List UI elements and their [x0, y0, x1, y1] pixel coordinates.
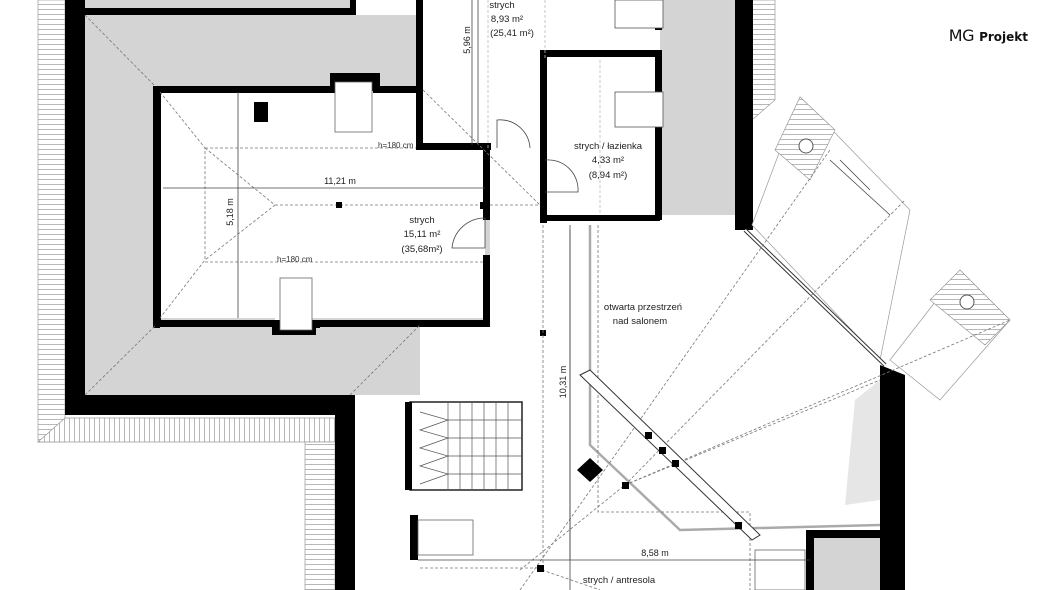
logo-brand: MG — [948, 26, 975, 45]
open-space-label-1: otwarta przestrzeń — [604, 302, 682, 313]
dimension-11-21: 11,21 m — [324, 176, 356, 186]
logo-name: Projekt — [979, 30, 1028, 44]
room-3-area: 15,11 m² — [404, 229, 441, 240]
dimension-10-31: 10,31 m — [558, 366, 568, 399]
attic-room-left — [153, 73, 490, 335]
roof-eaves-left — [37, 0, 776, 590]
room-4-name: strych / antresola — [583, 575, 656, 586]
room-2-name: strych / łazienka — [574, 141, 643, 152]
column — [577, 458, 603, 482]
outer-walls-left — [65, 0, 421, 590]
room-2-area: 4,33 m² — [592, 155, 624, 166]
stairs — [405, 225, 810, 590]
room-1-name: strych — [489, 0, 514, 11]
dimension-5-18: 5,18 m — [225, 198, 235, 226]
top-rooms — [416, 0, 753, 230]
dimension-lines — [163, 0, 571, 560]
room-3-gross: (35,68m²) — [401, 244, 442, 255]
dimension-8-58: 8,58 m — [641, 548, 669, 558]
roof-panels-right — [743, 96, 1011, 401]
chimney — [254, 102, 268, 122]
open-space-label-2: nad salonem — [613, 316, 667, 327]
open-space-outline — [519, 149, 1011, 590]
height-label-1: h=180 cm — [378, 141, 414, 150]
room-1-gross: (25,41 m²) — [490, 28, 534, 39]
room-1-area: 8,93 m² — [491, 14, 523, 25]
height-label-2: h=180 cm — [277, 255, 313, 264]
logo: MG Projekt — [949, 26, 1028, 45]
room-3-name: strych — [409, 215, 434, 226]
dimension-5-96: 5,96 m — [462, 26, 472, 54]
room-2-gross: (8,94 m²) — [589, 170, 628, 181]
